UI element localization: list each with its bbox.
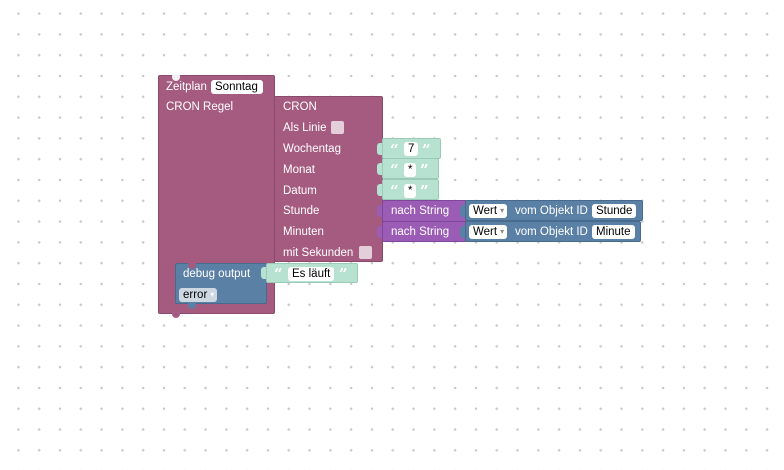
weekday-text-tab: [377, 143, 382, 155]
month-text-tab: [377, 163, 382, 175]
message-close-quote-icon: ”: [339, 265, 348, 283]
date-close-quote-icon: ”: [420, 182, 429, 200]
as-line-checkbox[interactable]: [331, 121, 344, 134]
hour-label: Stunde: [283, 205, 320, 217]
month-label: Monat: [283, 164, 315, 176]
cron-title: CRON: [283, 101, 317, 113]
schedule-top-notch: [172, 75, 180, 81]
debug-bottom-notch: [188, 303, 196, 309]
hour-to-string-label: nach String: [391, 205, 450, 217]
minute-value-dropdown-label: Wert: [473, 226, 498, 238]
debug-message-field[interactable]: Es läuft: [288, 267, 335, 281]
debug-output-label: debug output: [183, 268, 251, 280]
chevron-down-icon: ▾: [500, 206, 505, 215]
weekday-value-field[interactable]: 7: [404, 142, 419, 156]
debug-top-notch: [188, 263, 196, 269]
date-label: Datum: [283, 185, 317, 197]
date-text-tab: [377, 184, 382, 196]
minute-value-dropdown[interactable]: Wert▾: [469, 225, 508, 239]
weekday-close-quote-icon: ”: [422, 141, 431, 159]
hour-from-object-label: vom Objekt ID: [515, 205, 588, 217]
debug-level-dropdown[interactable]: error▾: [179, 288, 218, 302]
minute-to-string-tab: [377, 226, 382, 238]
cron-block[interactable]: [274, 96, 383, 262]
schedule-bottom-notch: [172, 312, 180, 318]
hour-to-string-tab: [377, 205, 382, 217]
schedule-day-field[interactable]: Sonntag: [211, 80, 263, 94]
minute-label: Minuten: [283, 226, 324, 238]
month-open-quote-icon: “: [390, 161, 399, 179]
minute-object-id-field[interactable]: Minute: [592, 225, 635, 239]
hour-value-dropdown-label: Wert: [473, 205, 498, 217]
minute-object-value-tab: [460, 226, 465, 238]
minute-from-object-label: vom Objekt ID: [515, 226, 588, 238]
hour-object-value-tab: [460, 205, 465, 217]
chevron-down-icon: ▾: [210, 290, 215, 299]
month-close-quote-icon: ”: [420, 161, 429, 179]
hour-value-dropdown[interactable]: Wert▾: [469, 204, 508, 218]
month-value-field[interactable]: *: [404, 163, 417, 177]
debug-message-tab: [261, 267, 266, 279]
schedule-label: Zeitplan: [166, 81, 207, 93]
date-open-quote-icon: “: [390, 182, 399, 200]
date-value-field[interactable]: *: [404, 184, 417, 198]
seconds-label: mit Sekunden: [283, 247, 354, 259]
debug-level-label: error: [183, 289, 208, 301]
cron-output-tab: [269, 101, 274, 113]
weekday-open-quote-icon: “: [390, 141, 399, 159]
hour-object-id-field[interactable]: Stunde: [592, 204, 637, 218]
as-line-label: Als Linie: [283, 122, 327, 134]
cron-rule-label: CRON Regel: [166, 101, 234, 113]
seconds-checkbox[interactable]: [359, 246, 372, 259]
weekday-label: Wochentag: [283, 143, 341, 155]
chevron-down-icon: ▾: [500, 227, 505, 236]
message-open-quote-icon: “: [274, 265, 283, 283]
minute-to-string-label: nach String: [391, 226, 450, 238]
